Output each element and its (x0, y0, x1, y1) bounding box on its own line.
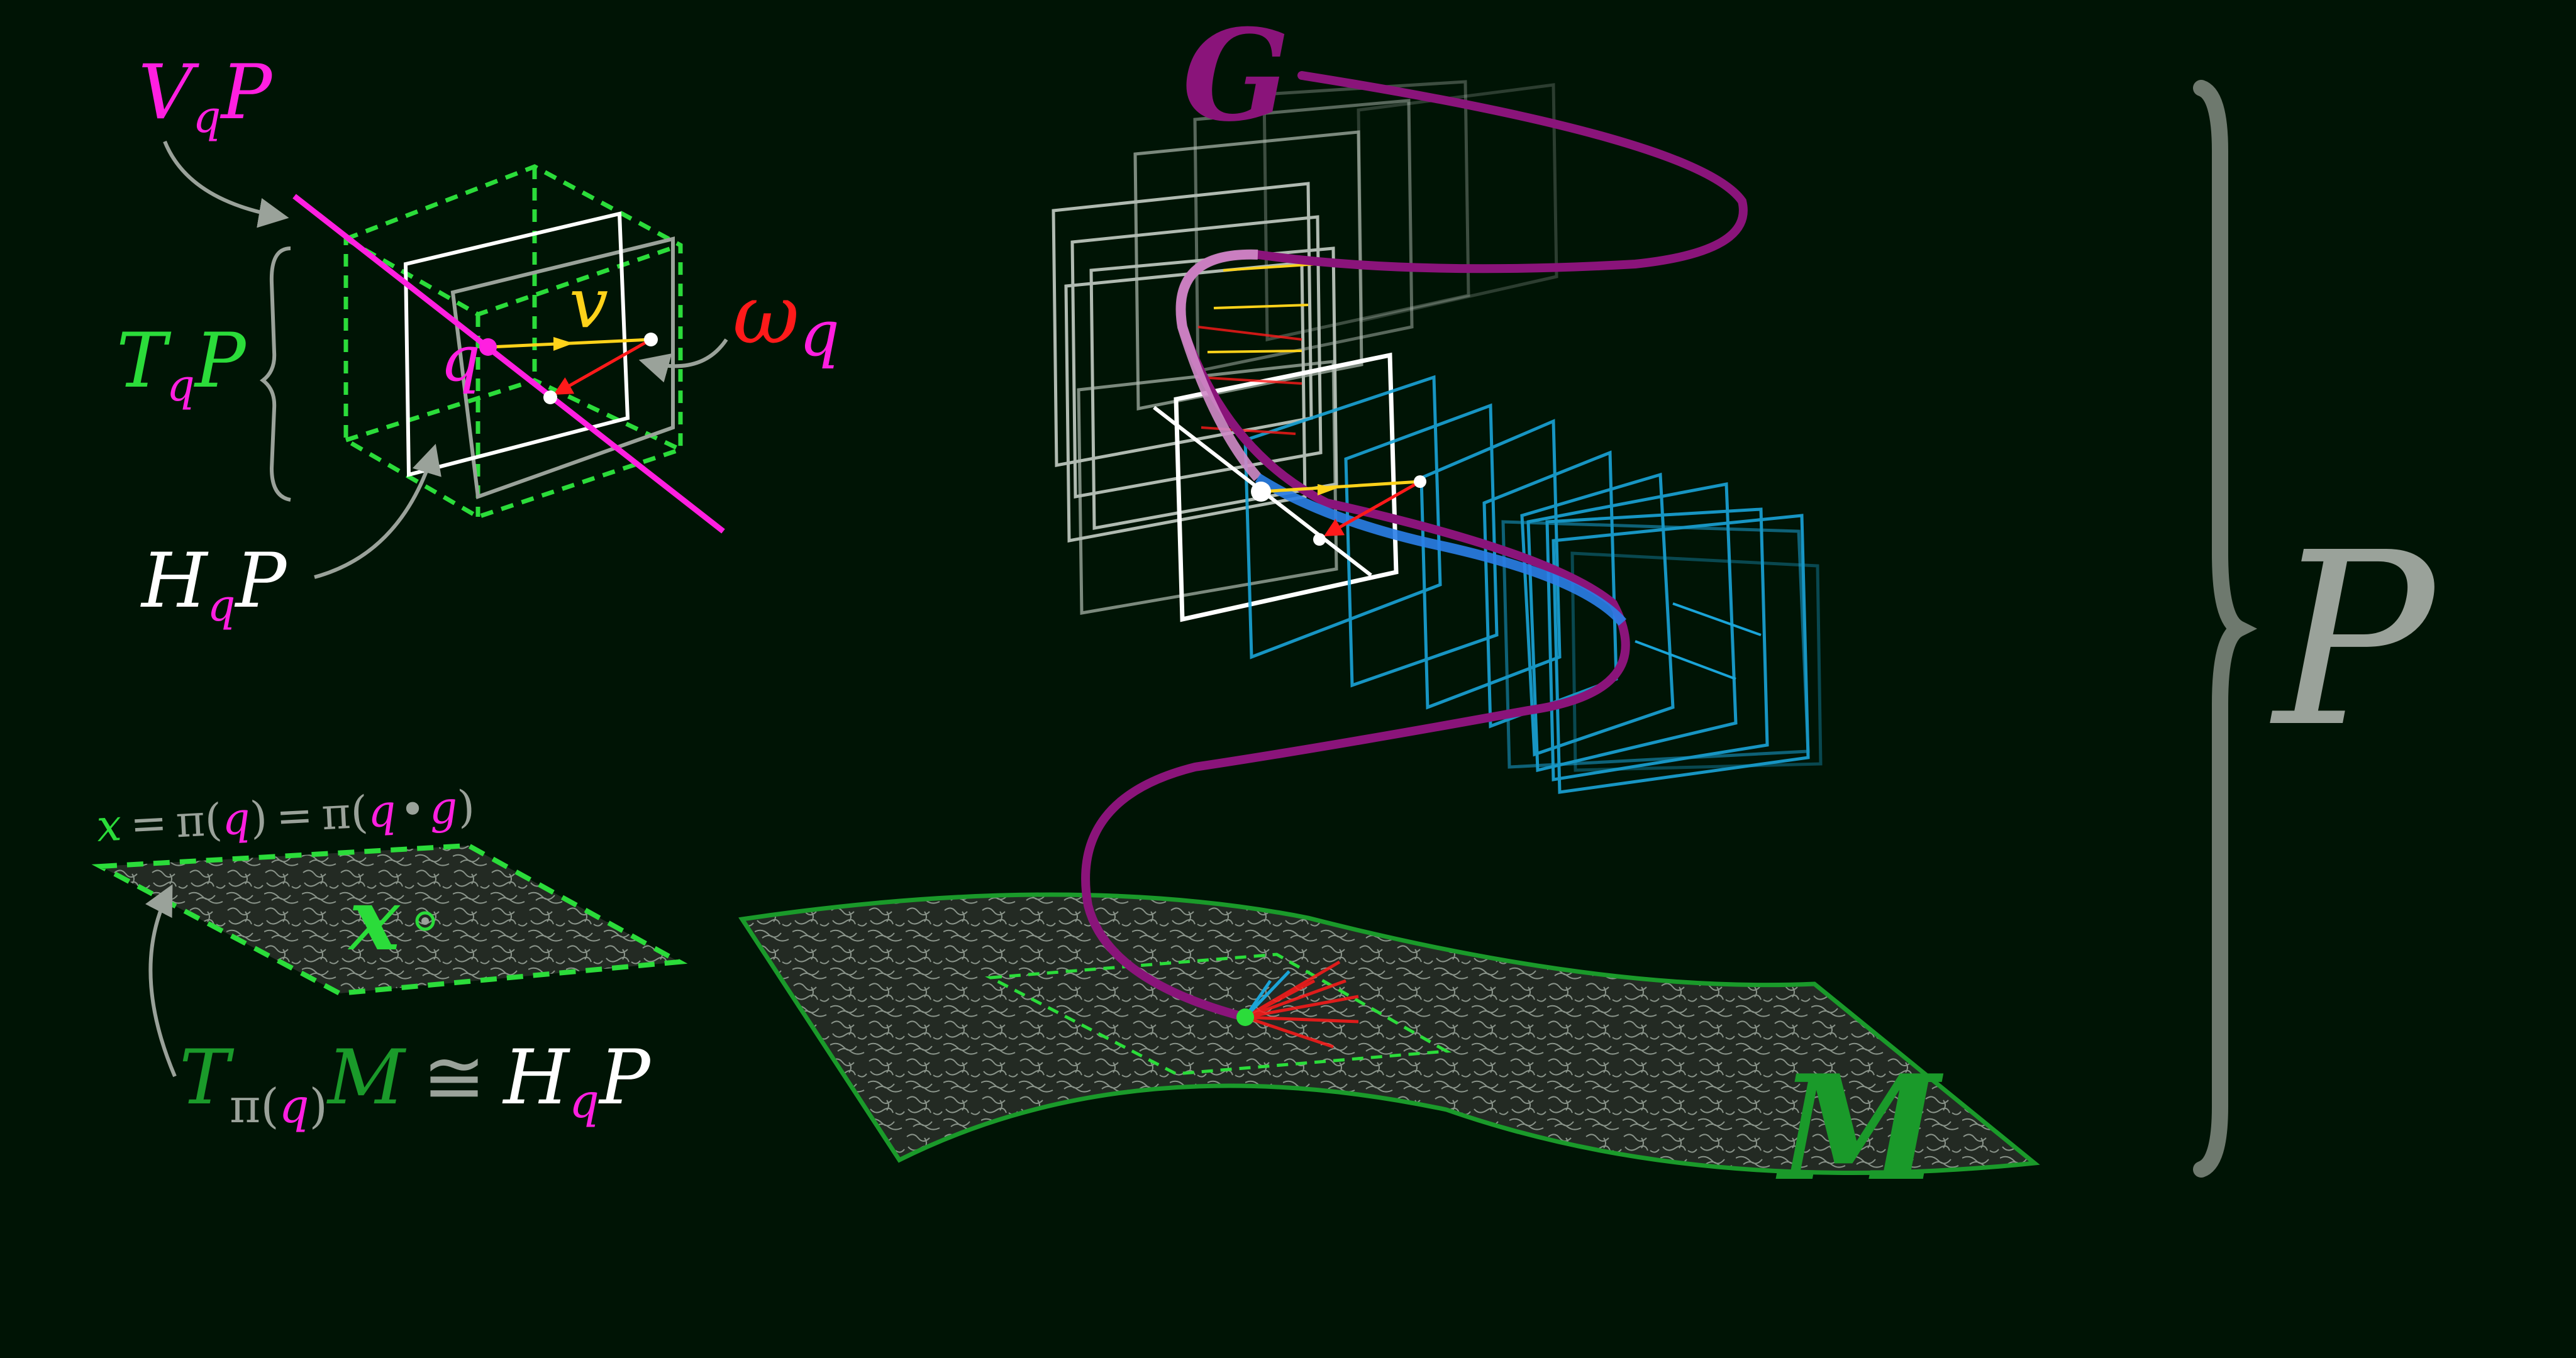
bundle-diagram: G M P (738, 2, 2438, 1213)
fiber-vector-v-arrowhead (1318, 484, 1336, 495)
label-form-omega: ωq (733, 267, 840, 370)
label-point-q: q (440, 322, 480, 395)
fiber-form-omega (1323, 480, 1421, 536)
label-horizontal-space: HqP (140, 538, 287, 631)
fiber-point-q (1251, 482, 1271, 502)
fiber-vector-v (1260, 480, 1421, 494)
base-point (1236, 1008, 1254, 1026)
total-space-brace (2193, 80, 2257, 1178)
horizontal-plane (403, 211, 630, 477)
fiber-point-vector-tip (1414, 475, 1426, 488)
base-manifold-surface (738, 892, 2040, 1175)
vertical-space-line (292, 194, 725, 534)
base-tangent-patch (985, 952, 1452, 1076)
fiber-point-omega-value (1313, 533, 1326, 546)
arrow-to-base-plane (145, 884, 177, 1078)
arrow-vertical-space (163, 140, 289, 228)
point-q (479, 338, 497, 356)
fiber-curve-highlight-pink (1175, 249, 1262, 482)
arrow-horizontal-space (314, 443, 441, 579)
isomorphism-label: Tπ(q)M≅HqP (179, 1034, 652, 1134)
projection-equation: x=π(q)=π(q•g) (96, 781, 476, 852)
label-vertical-space: VqP (138, 49, 273, 143)
form-omega-arrow (553, 338, 652, 395)
horizontal-plane-back (450, 236, 675, 500)
fiber-plane-highlight (1174, 352, 1399, 622)
base-point-rays (1244, 960, 1359, 1049)
point-omega-value (543, 390, 557, 404)
base-point-marker (415, 911, 435, 931)
label-base-manifold-M: M (1775, 1044, 1944, 1213)
vector-v-arrowhead (553, 337, 574, 351)
label-base-point-x: x (347, 869, 401, 969)
point-vector-tip (644, 333, 658, 346)
arrow-omega (638, 338, 728, 383)
tangent-space-brace (260, 246, 291, 502)
base-tangent-plane (91, 842, 688, 996)
fiber-planes-white (1052, 80, 1558, 615)
tangent-space-diagram: VqP TqP HqP q v ωq (116, 49, 840, 631)
base-point-center (421, 917, 429, 925)
fiber-curve-group (1081, 71, 1748, 1022)
fiber-planes-cyan (1243, 375, 1823, 794)
fiber-curve-highlight-blue (1255, 473, 1627, 626)
base-tangent-diagram: x=π(q)=π(q•g) x Tπ(q)M≅HqP (91, 781, 688, 1134)
label-vector-v: v (569, 263, 608, 343)
label-total-space-P: P (2270, 501, 2438, 780)
label-tangent-space: TqP (116, 317, 247, 411)
label-group-G: G (1182, 2, 1290, 150)
horizontal-lifts (1197, 263, 1762, 680)
